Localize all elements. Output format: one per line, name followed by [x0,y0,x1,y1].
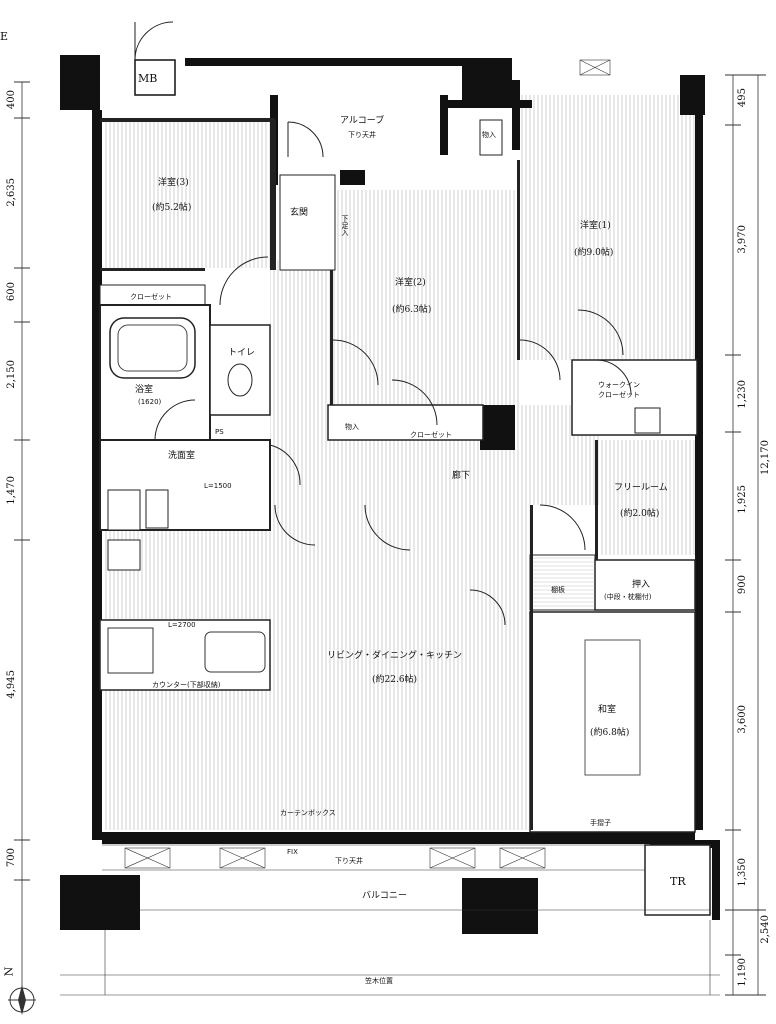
kitchen-length: L=2700 [168,621,196,629]
alcove-note: 下り天井 [348,131,376,139]
dim-right-0: 495 [737,88,748,108]
free-room-label: フリールーム [614,483,668,493]
curtain-label: カーテンボックス [280,809,336,817]
youshitsu3-size: (約5.2帖) [152,203,192,213]
wash-length: L=1500 [204,482,232,490]
dim-left-0: 400 [6,90,17,110]
storage2-label: 物入 [482,131,496,139]
washitsu-size: (約6.8帖) [590,728,630,738]
ldk-label: リビング・ダイニング・キッチン [327,651,463,661]
balcony-label: バルコニー [362,891,407,901]
free-room-floor [600,440,695,555]
free-room-size: (約2.0帖) [620,509,660,519]
wic-label2: クローゼット [598,391,640,399]
compass-icon [8,985,36,1015]
room-youshitsu1-floor [520,95,695,360]
balcony-lines [60,59,720,996]
tr-label: TR [670,875,686,888]
ps-label: PS [215,428,224,436]
bath-label: 浴室 [135,385,154,395]
corridor-label: 廊下 [452,471,471,481]
oshiire-label: 押入 [632,580,651,590]
youshitsu1-label: 洋室(1) [580,221,611,231]
door-swings [154,121,632,626]
north-label: N [2,966,16,977]
toilet-label: トイレ [228,348,256,358]
ldk-size: (約22.6帖) [372,675,418,685]
walls [60,55,720,934]
room-youshitsu2-floor [330,190,520,405]
dim-left-5: 4,945 [6,670,17,699]
washroom-label: 洗面室 [168,451,196,461]
dim-right-5: 3,600 [737,705,748,734]
youshitsu1-size: (約9.0帖) [574,248,614,258]
oshiire-note: (中段・枕棚付) [604,593,652,601]
bath-size: (1620) [138,398,162,406]
hall-floor [270,260,330,405]
alcove-label: アルコーブ [340,116,385,126]
youshitsu2-label: 洋室(2) [395,278,426,288]
right-dimensions [725,74,766,996]
closet-label: クローゼット [130,293,172,301]
dim-right-4: 900 [737,575,748,595]
storage-label: 物入 [345,423,359,431]
counter-label: カウンター(下部収納) [152,681,221,689]
closet2-label: クローゼット [410,431,452,439]
dim-right-1: 3,970 [737,225,748,254]
handrail-label: 手摺子 [590,819,611,827]
shelf-label: 棚板 [551,586,565,594]
dim-total: 12,170 [760,440,771,475]
dim-left-3: 2,150 [6,360,17,389]
interior-walls [99,118,711,916]
entrance-label: 玄関 [290,208,309,218]
wic-label: ウォークイン [598,381,640,389]
dim-right-2: 1,230 [737,380,748,409]
left-dimensions [14,81,30,990]
shoes-label: 下足入 [341,215,349,236]
youshitsu2-size: (約6.3帖) [392,305,432,315]
dim-right-7: 2,540 [760,915,771,944]
dim-right-8: 1,190 [737,958,748,987]
dim-left-4: 1,470 [6,476,17,505]
youshitsu3-label: 洋室(3) [158,178,189,188]
edge-mark: E [0,30,9,43]
fix-label: FIX [287,848,298,856]
mb-label: MB [138,72,158,85]
dim-right-6: 1,350 [737,858,748,887]
dim-left-6: 700 [6,848,17,868]
washitsu-label: 和室 [598,705,617,715]
dim-right-3: 1,925 [737,485,748,514]
dim-left-1: 2,635 [6,178,17,207]
room-youshitsu3-floor [105,120,270,268]
dim-left-2: 600 [6,282,17,302]
balcony-note: 笠木位置 [365,977,393,985]
ceiling-note: 下り天井 [335,857,363,865]
